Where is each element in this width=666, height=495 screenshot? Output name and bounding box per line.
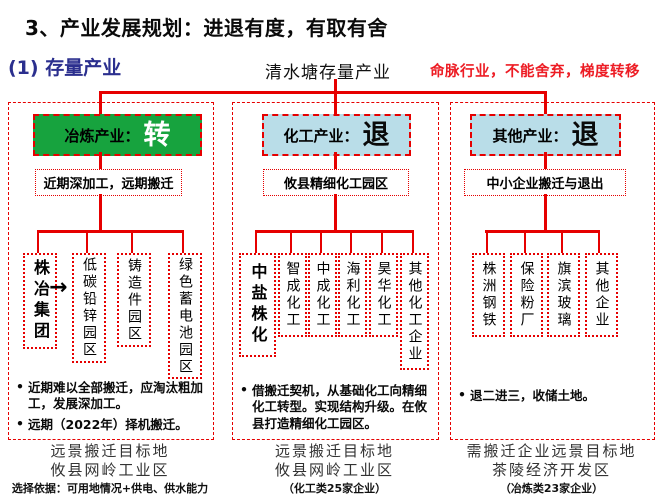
transform-arrow-icon: → <box>49 275 68 300</box>
connector-line <box>37 230 184 233</box>
footer-destination-place: 茶陵经济开发区 <box>491 461 611 479</box>
footer-destination-place: 攸县网岭工业区 <box>274 461 394 479</box>
enterprise-box: 中成化工 <box>308 253 337 337</box>
header-verdict: 退 <box>362 119 390 151</box>
connector-line <box>99 152 102 170</box>
connector-line <box>182 230 184 253</box>
connector-line <box>290 230 292 253</box>
header-box-other: 其他产业：退 <box>470 114 621 156</box>
connector-line <box>334 152 337 170</box>
connector-line <box>598 230 600 253</box>
connector-line <box>334 79 337 92</box>
connector-line <box>99 91 102 115</box>
enterprise-box: 保险粉厂 <box>510 253 543 337</box>
column-chemical-container <box>232 102 439 440</box>
connector-line <box>524 230 526 253</box>
bullet-list-chemical: 借搬迁契机，从基础化工向精细化工转型。实现结构升级。在攸县打造精细化工园区。 <box>240 382 428 436</box>
footer-destination-title: 远景搬迁目标地 <box>50 442 170 460</box>
enterprise-box: 绿色蓄电池园区 <box>168 253 202 379</box>
enterprise-box: 中盐株化 <box>239 253 276 357</box>
connector-line <box>544 91 547 115</box>
connector-line <box>334 194 337 232</box>
bullet-list-smelting: 近期难以全部搬迁，应淘汰粗加工，发展深加工。 远期（2022年）择机搬迁。 <box>16 379 206 437</box>
connector-line <box>412 230 414 253</box>
footer-destination-title: 需搬迁企业远景目标地 <box>466 442 637 460</box>
connector-line <box>255 230 413 233</box>
footer-destination-title: 远景搬迁目标地 <box>274 442 394 460</box>
connector-line <box>334 91 337 115</box>
enterprise-box: 海利化工 <box>338 253 367 337</box>
connector-line <box>131 230 133 253</box>
connector-line <box>350 230 352 253</box>
footer-note: 选择依据：可用地情况+供电、供水能力 <box>11 482 209 495</box>
header-label: 冶炼产业： <box>64 126 140 145</box>
enterprise-box: 其他企业 <box>585 253 618 337</box>
enterprise-box: 铸造件园区 <box>117 253 151 347</box>
slide-title: 3、产业发展规划：进退有度，有取有舍 <box>25 16 388 40</box>
header-box-smelting: 冶炼产业：转 <box>33 114 202 156</box>
annotation-note: 命脉行业，不能舍弃，梯度转移 <box>430 63 640 80</box>
enterprise-box: 其他化工企业 <box>400 253 429 370</box>
enterprise-box: 低碳铅锌园区 <box>72 253 106 363</box>
strategy-box-smelting: 近期深加工，远期搬迁 <box>35 169 182 196</box>
connector-line <box>381 230 383 253</box>
header-verdict: 转 <box>143 119 171 151</box>
bullet-item: 远期（2022年）择机搬迁。 <box>16 415 206 433</box>
column-smelting-container <box>8 102 214 440</box>
bullet-list-other: 退二进三，收储土地。 <box>458 387 644 408</box>
connector-line <box>544 194 547 232</box>
enterprise-box: 智成化工 <box>278 253 307 337</box>
enterprise-box: 旗滨玻璃 <box>547 253 580 337</box>
connector-line <box>485 230 600 233</box>
enterprise-box: 昊华化工 <box>369 253 398 337</box>
header-label: 化工产业： <box>283 126 359 145</box>
bullet-item: 退二进三，收储土地。 <box>458 387 644 404</box>
enterprise-box: 株洲钢铁 <box>472 253 505 337</box>
connector-line <box>99 194 102 232</box>
connector-line <box>86 230 88 253</box>
connector-line <box>37 230 39 253</box>
bullet-item: 近期难以全部搬迁，应淘汰粗加工，发展深加工。 <box>16 379 206 413</box>
section-label: (1) 存量产业 <box>8 57 122 79</box>
connector-line <box>486 230 488 253</box>
strategy-box-chemical: 攸县精细化工园区 <box>263 169 409 196</box>
header-label: 其他产业： <box>492 126 568 145</box>
enterprise-box: 株冶集团 <box>23 253 57 349</box>
root-node-label: 清水塘存量产业 <box>265 63 391 83</box>
column-other-container <box>450 102 655 440</box>
connector-line <box>99 91 547 94</box>
footer-note: （冶炼类23家企业） <box>499 482 604 495</box>
footer-destination-place: 攸县网岭工业区 <box>50 461 170 479</box>
connector-line <box>320 230 322 253</box>
connector-line <box>544 152 547 170</box>
header-verdict: 退 <box>571 119 599 151</box>
footer-note: （化工类25家企业） <box>282 482 387 495</box>
header-box-chemical: 化工产业：退 <box>262 114 411 156</box>
connector-line <box>561 230 563 253</box>
strategy-box-other: 中小企业搬迁与退出 <box>464 169 626 196</box>
connector-line <box>255 230 257 253</box>
bullet-item: 借搬迁契机，从基础化工向精细化工转型。实现结构升级。在攸县打造精细化工园区。 <box>240 382 428 432</box>
